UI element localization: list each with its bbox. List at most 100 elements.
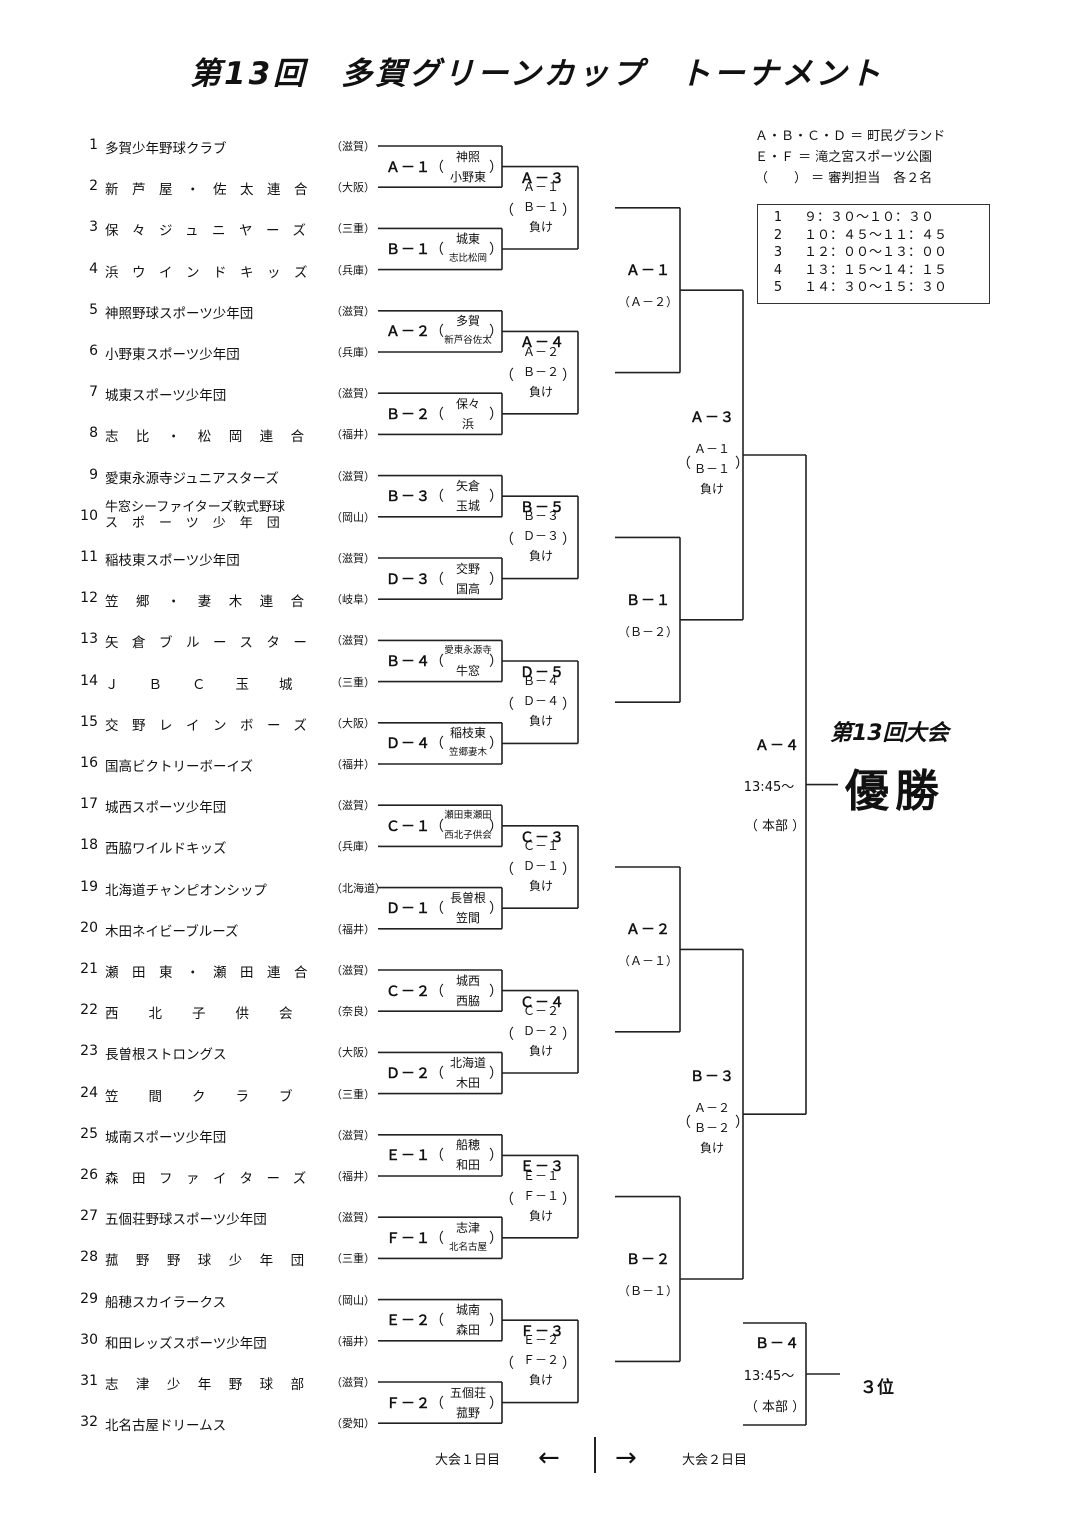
round2-umpire-note: 負け xyxy=(528,384,553,399)
round2-umpire-note: 負け xyxy=(528,549,553,564)
umpire-team: 西脇 xyxy=(455,993,480,1008)
team-name: 城南スポーツ少年団 xyxy=(105,1129,227,1146)
final-game-label: Ａ－４ xyxy=(755,737,800,754)
team-name: 菰野野球少年団 xyxy=(105,1253,322,1270)
final-time: 13:45～ xyxy=(743,779,795,795)
third-umpire: （ 本部 ） xyxy=(744,1400,806,1415)
team-number: 31 xyxy=(80,1373,98,1389)
team-name: 笠間クラブ xyxy=(105,1088,323,1105)
team-name: ＪＢＣ玉城 xyxy=(105,676,323,693)
umpire-team: 稲枝東 xyxy=(449,726,486,741)
team-prefecture: （滋賀） xyxy=(331,799,375,813)
umpire-team: 保々 xyxy=(455,396,480,411)
round2-game-label: Ａ－３ xyxy=(520,170,565,187)
round2-umpire: Ｅ－１ xyxy=(522,1168,559,1183)
paren-close: ） xyxy=(489,818,503,835)
team-prefecture: （滋賀） xyxy=(331,1128,375,1142)
umpire-team: 北名古屋 xyxy=(448,1241,487,1253)
legend-line: Ｅ・Ｆ ＝ 滝之宮スポーツ公園 xyxy=(755,150,933,165)
umpire-team: 瀬田東瀬田 xyxy=(444,809,492,821)
team-prefecture: （三重） xyxy=(331,675,375,689)
team-prefecture: （福井） xyxy=(331,428,375,442)
third-time: 13:45～ xyxy=(743,1369,795,1384)
schedule-time: １４：３０～１５：３０ xyxy=(804,280,948,295)
umpire-team: 志比松岡 xyxy=(448,253,487,264)
paren-close: ） xyxy=(489,406,503,423)
schedule-time: ９：３０～１０：３０ xyxy=(804,210,935,225)
umpire-team: 西北子供会 xyxy=(444,829,492,841)
umpire-team: 城西 xyxy=(455,973,480,988)
umpire-team: 北海道 xyxy=(449,1056,486,1070)
third-game-label: Ｂ－４ xyxy=(755,1336,800,1352)
paren-open: （ xyxy=(500,367,514,384)
paren-close: ） xyxy=(489,242,503,258)
champion-label: 優勝 xyxy=(845,765,945,817)
paren-open: （ xyxy=(430,654,444,670)
paren-close: ） xyxy=(562,532,576,549)
team-name: 保々ジュニヤーズ xyxy=(105,223,320,240)
round1-game-label: Ｅ－２ xyxy=(386,1313,431,1330)
team-number: 23 xyxy=(80,1043,98,1060)
umpire-team: 志津 xyxy=(455,1220,480,1235)
team-name: 西北子供会 xyxy=(105,1006,323,1023)
team-name: 多賀少年野球クラブ xyxy=(105,141,227,157)
team-prefecture: （奈良） xyxy=(331,1005,375,1019)
round2-umpire: Ｃ－１ xyxy=(522,839,559,853)
paren-open: （ xyxy=(430,159,444,176)
schedule-no: 1 xyxy=(773,210,783,225)
team-number: 4 xyxy=(89,260,98,277)
paren-close: ） xyxy=(489,571,503,588)
paren-open: （ xyxy=(430,818,444,835)
team-name: 船穂スカイラークス xyxy=(105,1294,227,1311)
team-prefecture: （岡山） xyxy=(331,1293,375,1307)
team-prefecture: （大阪） xyxy=(331,1046,375,1060)
umpire-team: 笠間 xyxy=(455,911,480,926)
paren-open: （ xyxy=(430,1313,444,1330)
paren-open: （ xyxy=(500,697,514,714)
round2-umpire: Ｃ－２ xyxy=(522,1003,559,1018)
schedule-time: １０：４５～１１：４５ xyxy=(804,227,948,243)
round3-game-label: Ｂ－２ xyxy=(626,1252,671,1268)
umpire-team: 船穂 xyxy=(455,1138,480,1153)
round4-umpire-note: 負け xyxy=(699,482,724,496)
round3-umpire: （Ａ－２） xyxy=(618,295,679,310)
umpire-team: 愛東永源寺 xyxy=(444,645,492,656)
paren-close: ） xyxy=(562,697,576,714)
team-prefecture: （滋賀） xyxy=(331,964,375,977)
team-number: 28 xyxy=(80,1249,98,1266)
team-name: 五個荘野球スポーツ少年団 xyxy=(105,1212,267,1229)
arrow-left-icon: ← xyxy=(538,1443,560,1473)
round2-umpire-note: 負け xyxy=(528,1373,553,1388)
team-prefecture: （滋賀） xyxy=(331,552,375,565)
team-prefecture: （北海道） xyxy=(331,881,386,895)
team-name: 神照野球スポーツ少年団 xyxy=(105,305,254,322)
round2-umpire-note: 負け xyxy=(528,219,553,234)
paren-close: ） xyxy=(489,1395,503,1412)
team-prefecture: （三重） xyxy=(331,1252,375,1266)
team-prefecture: （岐阜） xyxy=(331,593,375,607)
team-number: 13 xyxy=(80,631,98,648)
paren-open: （ xyxy=(430,324,444,341)
paren-close: ） xyxy=(562,1356,576,1373)
umpire-team: 森田 xyxy=(455,1323,480,1338)
paren-open: （ xyxy=(430,1395,444,1412)
paren-close: ） xyxy=(562,1026,576,1043)
round4-game-label: Ｂ－３ xyxy=(690,1069,735,1086)
round2-umpire: Ｆ－１ xyxy=(522,1188,559,1203)
schedule-no: 2 xyxy=(773,227,783,243)
team-number: 9 xyxy=(89,466,98,483)
team-name: 矢倉ブルースター xyxy=(105,635,321,652)
round2-game-label: Ｂ－５ xyxy=(520,500,565,517)
paren-close: ） xyxy=(735,456,749,472)
paren-close: ） xyxy=(562,367,576,384)
team-prefecture: （滋賀） xyxy=(331,634,375,648)
round3-game-label: Ａ－１ xyxy=(626,263,671,280)
round1-game-label: Ｂ－４ xyxy=(386,654,431,670)
legend: Ａ・Ｂ・Ｃ・Ｄ ＝ 町民グランド Ｅ・Ｆ ＝ 滝之宮スポーツ公園 （ ） ＝ 審… xyxy=(755,126,945,189)
final-umpire: （ 本部 ） xyxy=(744,818,806,834)
round2-game-label: Ｃ－３ xyxy=(520,829,565,846)
round1-game-label: Ｂ－１ xyxy=(386,242,431,258)
team-name: 小野東スポーツ少年団 xyxy=(105,347,240,363)
